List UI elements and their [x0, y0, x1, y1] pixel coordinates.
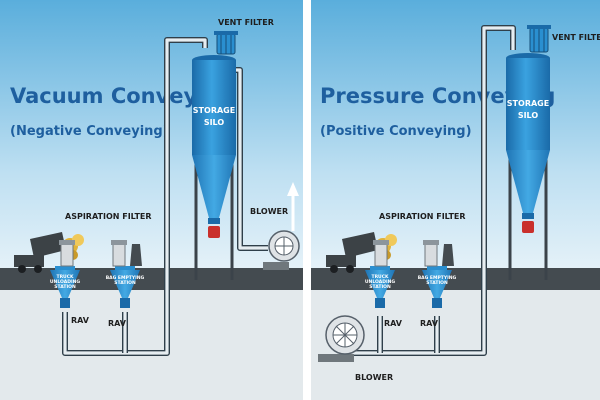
rav-label-1: RAV: [71, 316, 90, 325]
rav-label-1: RAV: [384, 319, 403, 328]
ground-strip: [0, 268, 303, 290]
vent-filter: [214, 31, 238, 55]
blower: [318, 315, 365, 362]
aspiration-filter-label: ASPIRATION FILTER: [379, 212, 466, 221]
bag-emptying-station: [110, 240, 142, 308]
station-1-line2: UNLOADING: [365, 279, 395, 285]
blower: [263, 182, 300, 270]
blower-label: BLOWER: [355, 373, 393, 382]
below-ground: [0, 290, 303, 400]
rotary-airlock-valve: [208, 226, 220, 238]
silo-legs: [194, 150, 234, 280]
panel-subtitle: (Positive Conveying): [320, 124, 472, 139]
sky-background: [0, 0, 303, 268]
bag-emptying-station: [422, 240, 454, 308]
station-1-line3: STATION: [369, 284, 391, 290]
silo-legs: [508, 150, 548, 280]
rav-label-2: RAV: [108, 319, 127, 328]
station-2-line1: BAG EMPTYING: [106, 275, 145, 281]
panel-divider: [303, 0, 311, 400]
aspiration-filter-label: ASPIRATION FILTER: [65, 212, 152, 221]
panel-subtitle: (Negative Conveying): [10, 124, 169, 139]
silo-label-line2: SILO: [518, 111, 539, 120]
station-1-line2: UNLOADING: [50, 279, 80, 285]
vent-filter-label: VENT FILTER: [552, 33, 600, 42]
storage-silo: [192, 55, 236, 224]
station-1-line1: TRUCK: [372, 274, 389, 280]
rotary-airlock-valve: [522, 221, 534, 233]
rav-label-2: RAV: [420, 319, 439, 328]
panel-vacuum: Vacuum Conveying (Negative Conveying) VE…: [0, 0, 303, 400]
vent-filter: [527, 25, 551, 53]
truck-unloading-station: [365, 240, 395, 308]
panel-pressure: Pressure Conveying (Positive Conveying) …: [311, 0, 600, 400]
silo-label-line1: STORAGE: [507, 99, 549, 108]
station-2-line1: BAG EMPTYING: [418, 275, 457, 281]
vent-filter-label: VENT FILTER: [218, 18, 274, 27]
station-1-line1: TRUCK: [57, 274, 74, 280]
blower-label: BLOWER: [250, 207, 288, 216]
sky-background: [311, 0, 600, 268]
conveying-pipe: [352, 25, 516, 356]
truck-unloading-station: [50, 240, 80, 308]
station-1-line3: STATION: [54, 284, 76, 290]
storage-silo: [506, 53, 550, 219]
silo-label-line2: SILO: [204, 118, 225, 127]
station-2-line2: STATION: [114, 280, 136, 286]
station-2-line2: STATION: [426, 280, 448, 286]
silo-label-line1: STORAGE: [193, 106, 235, 115]
